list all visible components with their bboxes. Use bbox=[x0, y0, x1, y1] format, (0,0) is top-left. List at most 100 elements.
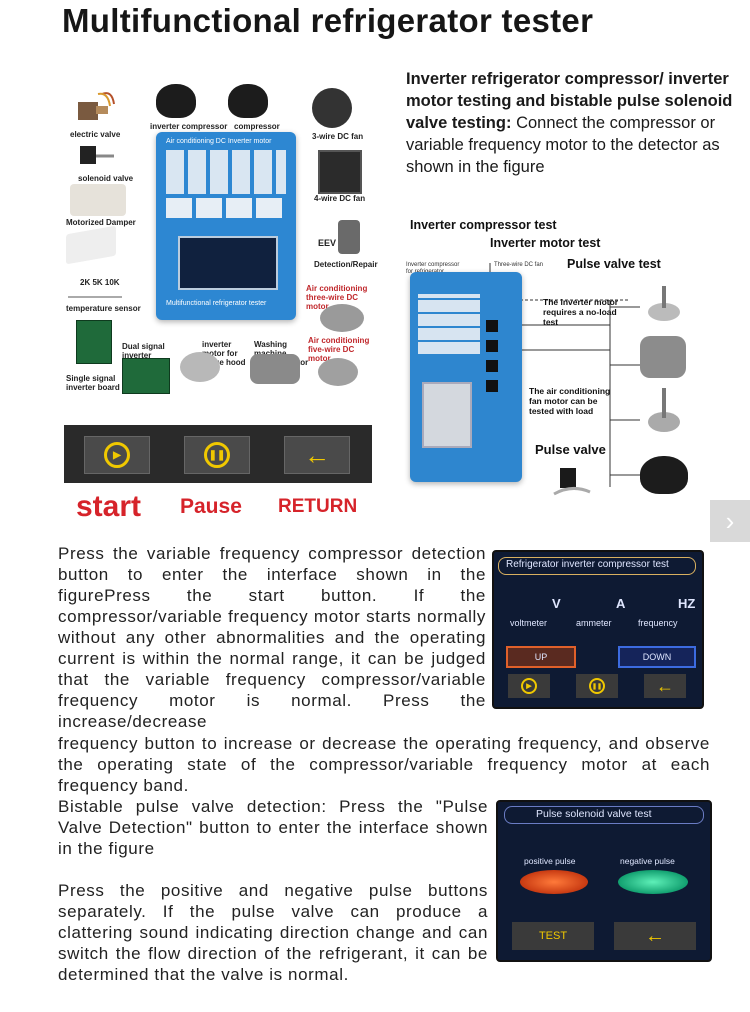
right-panel-connectors bbox=[418, 294, 480, 354]
fan3-label: 3-wire DC fan bbox=[312, 132, 364, 141]
damper-image bbox=[70, 184, 126, 216]
compressor-image bbox=[228, 84, 268, 118]
play-icon: ▶ bbox=[104, 442, 130, 468]
panel-top-text: Air conditioning DC Inverter motor bbox=[166, 138, 272, 145]
solenoid-valve-image bbox=[76, 142, 116, 172]
screen2-return-button[interactable]: ← bbox=[614, 922, 696, 950]
ac5-motor-image bbox=[318, 358, 358, 386]
paragraph-compressor-test: Press the variable frequency compressor … bbox=[58, 544, 486, 731]
inverter-compressor-image bbox=[156, 84, 196, 118]
single-board-label: Single signal inverter board bbox=[66, 374, 120, 392]
return-label: RETURN bbox=[278, 496, 358, 517]
screen1-start-button[interactable]: ▶ bbox=[508, 674, 550, 698]
inv-comp-test-label: Inverter compressor test bbox=[410, 218, 557, 232]
inv-motor-range-label: inverter motor for range hood bbox=[202, 340, 246, 367]
right-panel-screen bbox=[422, 382, 472, 448]
positive-pulse-label: positive pulse bbox=[524, 856, 576, 866]
temp-sensor-label: temperature sensor bbox=[66, 304, 141, 313]
screen1-return-button[interactable]: ← bbox=[644, 674, 686, 698]
pause-button[interactable]: ❚❚ bbox=[184, 436, 250, 474]
damper-label: Motorized Damper bbox=[66, 218, 136, 227]
intro-bold: Inverter refrigerator compressor/ invert… bbox=[406, 70, 733, 132]
up-button[interactable]: UP bbox=[506, 646, 576, 668]
intro-normal: Connect the compressor or variable frequ… bbox=[406, 114, 720, 176]
pause-label: Pause bbox=[180, 495, 242, 518]
positive-pulse-button[interactable] bbox=[520, 870, 588, 894]
three-wire-fan-label: Three-wire DC fan bbox=[494, 262, 544, 268]
fan4-image bbox=[318, 150, 362, 194]
compressor-label: compressor bbox=[234, 122, 280, 131]
down-label: DOWN bbox=[642, 652, 672, 662]
pulse-valve-label: Pulse valve bbox=[535, 442, 606, 457]
ac5-label: Air conditioning five-wire DC motor bbox=[308, 336, 370, 363]
test-button[interactable]: TEST bbox=[512, 922, 594, 950]
intro-text: Inverter refrigerator compressor/ invert… bbox=[406, 68, 741, 178]
dual-board-image bbox=[122, 358, 170, 394]
eev-label: EEV bbox=[318, 238, 337, 248]
paragraph-pulse-valve-detection: Bistable pulse valve detection: Press th… bbox=[58, 797, 488, 858]
sensor-values-label: 2K 5K 10K bbox=[80, 278, 120, 287]
screen2-title-bar bbox=[504, 806, 704, 824]
negative-pulse-button[interactable] bbox=[618, 870, 688, 894]
pause-icon: ❚❚ bbox=[204, 442, 230, 468]
inv-motor-range-image bbox=[180, 352, 220, 382]
test-label: TEST bbox=[538, 930, 568, 942]
panel-screen bbox=[178, 236, 278, 290]
fan3-image bbox=[312, 88, 352, 128]
inverter-compressor-image-right bbox=[640, 456, 688, 494]
motor-image-2 bbox=[640, 336, 686, 378]
single-board-image bbox=[76, 320, 112, 364]
screen1-arrow-left-icon: ← bbox=[656, 676, 674, 696]
arrow-left-icon: ← bbox=[304, 440, 330, 470]
electric-valve-label: electric valve bbox=[70, 130, 121, 139]
page-title: Multifunctional refrigerator tester bbox=[62, 2, 594, 39]
fan-motor-image-3 bbox=[644, 386, 684, 436]
screen2-arrow-left-icon: ← bbox=[645, 925, 665, 947]
tester-device-right-image bbox=[410, 272, 522, 482]
next-slide-button[interactable]: › bbox=[710, 500, 750, 542]
solenoid-valve-label: solenoid valve bbox=[78, 174, 134, 183]
ac3-label: Air conditioning three-wire DC motor bbox=[306, 284, 368, 311]
eev-image bbox=[338, 220, 360, 254]
electric-valve-image bbox=[72, 90, 116, 126]
up-label: UP bbox=[534, 652, 548, 662]
pulse-valve-test-screen: Pulse solenoid valve test positive pulse… bbox=[496, 800, 712, 962]
screen1-pause-icon: ❚❚ bbox=[589, 678, 605, 694]
unit-volt: V bbox=[552, 596, 561, 611]
chevron-right-icon: › bbox=[725, 505, 735, 536]
ac3-motor-image bbox=[320, 304, 364, 332]
unit-hz: HZ bbox=[678, 596, 696, 611]
wm-motor-image bbox=[250, 354, 300, 384]
compressor-test-screen: Refrigerator inverter compressor test V … bbox=[492, 550, 704, 709]
frequency-label: frequency bbox=[638, 618, 678, 628]
sensor-probes-image bbox=[68, 288, 122, 298]
inverter-compressor-label: inverter compressor bbox=[150, 122, 228, 131]
ac-fan-label: The air conditioning fan motor can be te… bbox=[529, 386, 611, 416]
unit-amp: A bbox=[616, 596, 626, 611]
screen1-pause-button[interactable]: ❚❚ bbox=[576, 674, 618, 698]
return-button[interactable]: ← bbox=[284, 436, 350, 474]
down-button[interactable]: DOWN bbox=[618, 646, 696, 668]
panel-connectors-2 bbox=[166, 198, 286, 218]
sensor-block-image bbox=[66, 225, 116, 265]
screen1-title-bar bbox=[498, 557, 696, 575]
paragraph-frequency: frequency button to increase or decrease… bbox=[58, 734, 710, 795]
ammeter-label: ammeter bbox=[576, 618, 612, 628]
fan4-label: 4-wire DC fan bbox=[314, 194, 366, 203]
fan-motor-image-1 bbox=[644, 284, 684, 324]
no-load-label: The inverter motor requires a no-load te… bbox=[543, 297, 619, 327]
voltmeter-label: voltmeter bbox=[510, 618, 548, 628]
start-label: start bbox=[76, 490, 142, 523]
panel-bottom-text: Multifunctional refrigerator tester bbox=[166, 300, 267, 307]
control-bar: ▶ ❚❚ ← bbox=[64, 425, 372, 483]
screen1-title: Refrigerator inverter compressor test bbox=[506, 559, 669, 570]
pulse-valve-test-label: Pulse valve test bbox=[567, 257, 661, 271]
detection-label: Detection/Repair bbox=[314, 260, 378, 269]
screen2-title: Pulse solenoid valve test bbox=[536, 808, 652, 820]
inv-motor-test-label: Inverter motor test bbox=[490, 236, 601, 250]
left-figure: electric valve solenoid valve Motorized … bbox=[62, 80, 382, 410]
negative-pulse-label: negative pulse bbox=[620, 856, 675, 866]
start-button[interactable]: ▶ bbox=[84, 436, 150, 474]
right-panel-ports bbox=[486, 312, 498, 392]
paragraph-pulse-buttons: Press the positive and negative pulse bu… bbox=[58, 881, 488, 984]
